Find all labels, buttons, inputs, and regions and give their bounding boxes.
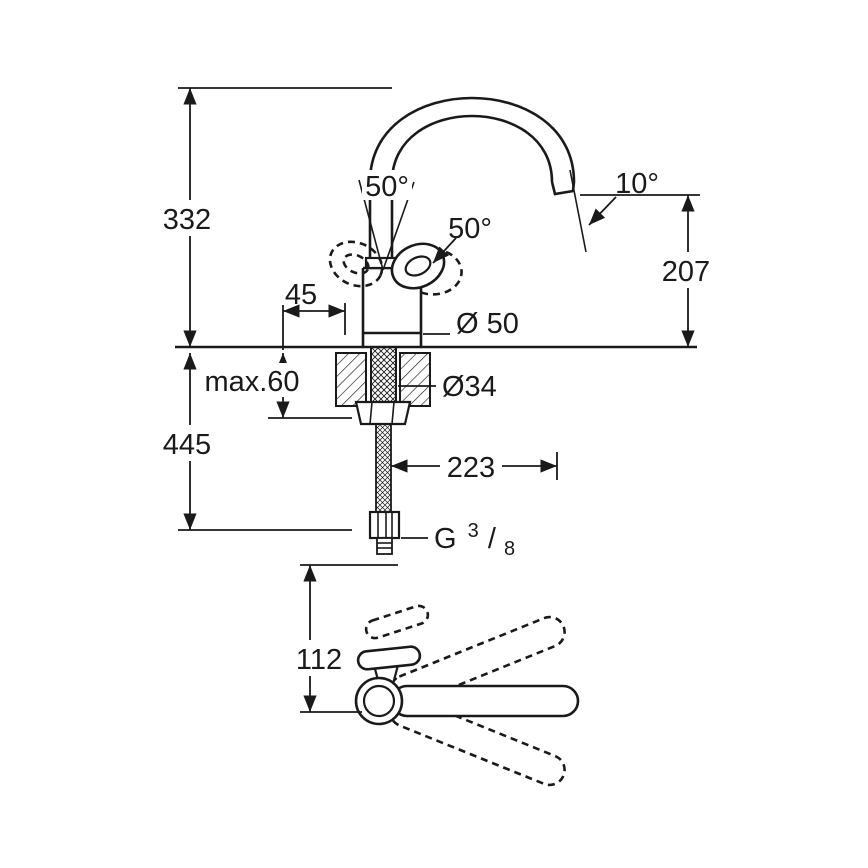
body-circle-inner bbox=[362, 684, 396, 718]
flex-hose bbox=[375, 423, 392, 513]
spout-swivel-up bbox=[388, 615, 566, 707]
dim-label-thread: G 3 / 8 bbox=[434, 512, 515, 560]
deck-section-left bbox=[335, 352, 367, 407]
spout-outlet bbox=[550, 181, 576, 196]
spout-arm-top-view bbox=[390, 684, 580, 718]
handle-swung-left bbox=[328, 240, 384, 288]
dim-label-207: 207 bbox=[662, 256, 710, 288]
spout-arc-inner bbox=[390, 114, 554, 183]
dim-label-50deg-right: 50° bbox=[448, 213, 492, 245]
spout-swivel-down bbox=[388, 695, 566, 787]
handle-swung-top-view bbox=[364, 604, 430, 640]
connector-thread-tip bbox=[376, 537, 393, 555]
mounting-nut bbox=[354, 400, 412, 426]
threaded-shank bbox=[370, 346, 397, 403]
dimension-labels: 332 445 50° 50° 10° 207 45 Ø 50 max.60 Ø… bbox=[156, 168, 718, 676]
dim-label-112: 112 bbox=[296, 644, 342, 676]
dim-label-445: 445 bbox=[163, 429, 211, 461]
spout-arc-outer bbox=[368, 96, 576, 183]
dim-label-max60: max.60 bbox=[204, 366, 299, 398]
dim-label-d34: Ø34 bbox=[442, 371, 497, 403]
dim-label-223: 223 bbox=[447, 452, 495, 484]
handle-loop bbox=[390, 242, 446, 290]
main-view bbox=[175, 96, 697, 555]
dim-label-d50: Ø 50 bbox=[456, 308, 519, 340]
bottom-view bbox=[354, 604, 580, 787]
dim-label-50deg-top: 50° bbox=[365, 171, 409, 203]
deck-section-right bbox=[399, 352, 431, 407]
dim-label-332: 332 bbox=[163, 204, 211, 236]
handle-top-view bbox=[356, 645, 422, 671]
dim-label-45: 45 bbox=[285, 279, 317, 311]
handle-swing-arc bbox=[419, 250, 463, 296]
dim-label-10deg: 10° bbox=[615, 168, 659, 200]
body-circle-outer bbox=[354, 676, 404, 726]
hose-connector-nut bbox=[368, 510, 401, 540]
